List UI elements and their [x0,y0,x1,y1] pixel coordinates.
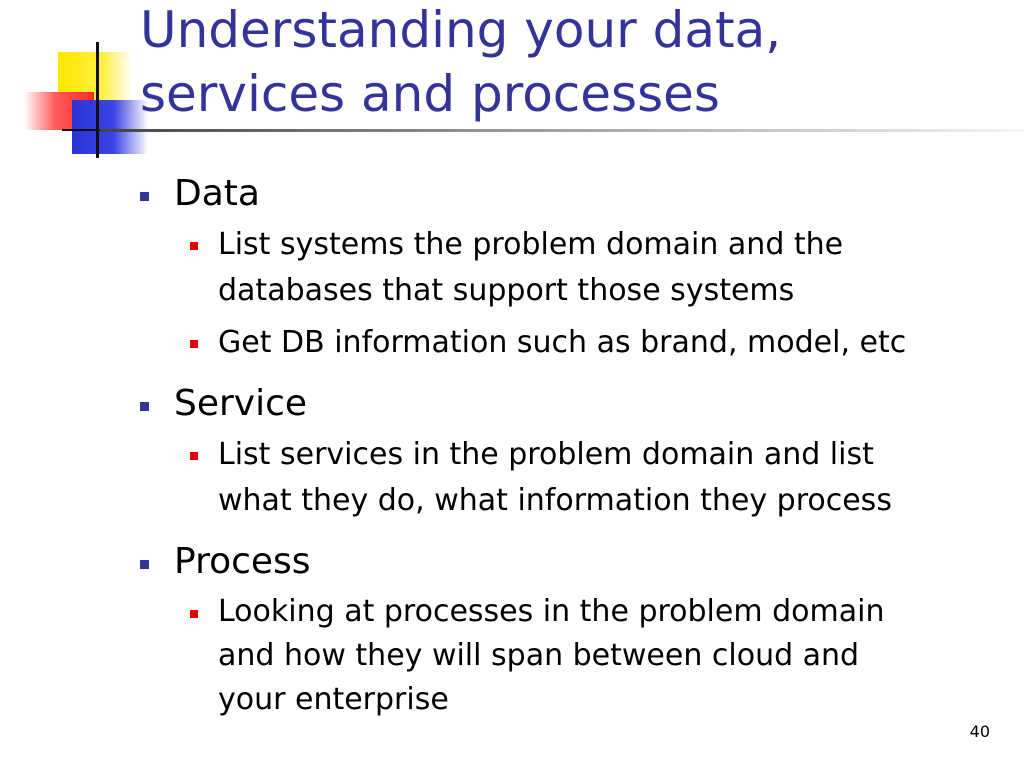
bullet-level2-item: Get DB information such as brand, model,… [190,320,1024,366]
page-number: 40 [969,722,990,741]
red-square-bullet-icon [190,340,198,348]
title-underline-rule [100,129,1024,132]
bullet-text-line: Get DB information such as brand, model,… [218,325,907,360]
bullet-text-line: List systems the problem domain and the [218,227,844,262]
red-square-bullet-icon [190,452,198,460]
bullet-level2-item: List systems the problem domain and the … [190,222,1024,314]
blue-square-bullet-icon [140,402,149,411]
bullet-heading: Data [174,173,260,214]
bullet-level1-data: Data [140,172,1024,216]
bullet-level2-item: Looking at processes in the problem doma… [190,590,1024,722]
slide-title-line-2: services and processes [140,65,720,123]
corner-logo-graphic [0,0,160,170]
slide-title-line-1: Understanding your data, [140,1,782,59]
blue-square-bullet-icon [140,192,149,201]
red-square-bullet-icon [190,610,198,618]
bullet-text-line: databases that support those systems [218,273,795,308]
red-square-bullet-icon [190,242,198,250]
slide-title: Understanding your data, services and pr… [140,0,1020,126]
bullet-text-line: List services in the problem domain and … [218,437,874,472]
bullet-text-line: and how they will span between cloud and [218,638,860,673]
bullet-text-line: Looking at processes in the problem doma… [218,594,885,629]
bullet-level1-process: Process [140,540,1024,584]
bullet-heading: Service [174,383,308,424]
bullet-text-line: your enterprise [218,682,449,717]
bullet-level2-item: List services in the problem domain and … [190,432,1024,524]
logo-blue-square [72,100,148,154]
bullet-text-line: what they do, what information they proc… [218,483,892,518]
bullet-heading: Process [174,541,311,582]
blue-square-bullet-icon [140,560,149,569]
logo-vertical-line [96,42,99,158]
bullet-level1-service: Service [140,382,1024,426]
bullet-content: Data List systems the problem domain and… [140,172,1024,722]
